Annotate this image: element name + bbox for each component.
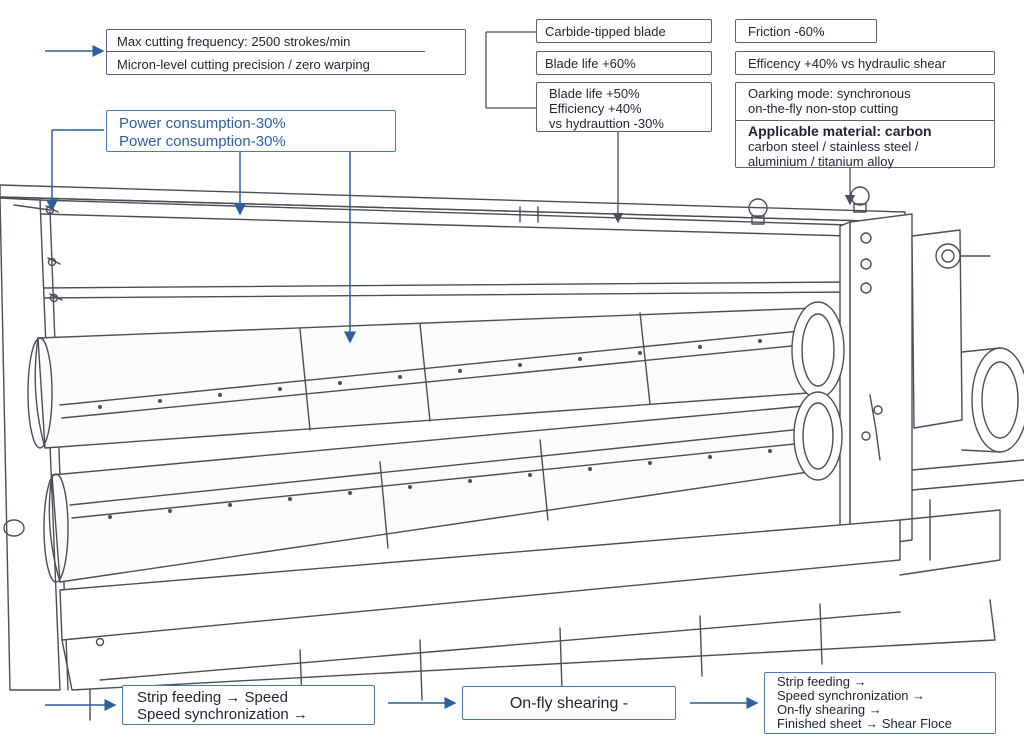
callout-divider	[107, 51, 425, 52]
efficiency-vs-shear-callout: Efficency +40% vs hydraulic shear	[735, 51, 995, 75]
blade-life-60-callout: Blade life +60%	[536, 51, 712, 75]
material-list-text-1: carbon steel / stainless steel /	[748, 139, 919, 154]
flow-step-feeding: Strip feeding → Speed Speed synchronizat…	[122, 685, 375, 725]
blade-life-efficiency-callout: Blade life +50% Efficiency +40% vs hydra…	[536, 82, 712, 132]
blade-life-60-text: Blade life +60%	[545, 56, 636, 71]
carbide-blade-text: Carbide-tipped blade	[545, 24, 666, 39]
working-mode-material-callout: Oarking mode: synchronous on-the-fly non…	[735, 82, 995, 169]
cutting-specs-callout: Max cutting frequency: 2500 strokes/min …	[106, 29, 466, 75]
flow-summary-line-2: Speed synchronization →	[777, 688, 926, 703]
carbide-blade-callout: Carbide-tipped blade	[536, 19, 712, 43]
flow-step-shearing: On-fly shearing -	[462, 686, 676, 720]
power-consumption-text-1: Power consumption-30%	[119, 115, 286, 132]
working-mode-text-1: Oarking mode: synchronous	[748, 86, 911, 101]
working-mode-text-2: on-the-fly non-stop cutting	[748, 101, 899, 116]
material-list-text-2: aluminium / titanium alloy	[748, 154, 894, 169]
power-consumption-text-2: Power consumption-30%	[119, 133, 286, 150]
flow-summary-line-1: Strip feeding →	[777, 674, 867, 689]
efficiency-40-text: Efficiency +40%	[549, 101, 642, 116]
flow-step-feeding-line-2: Speed synchronization →	[137, 706, 308, 723]
efficiency-vs-shear-text: Efficency +40% vs hydraulic shear	[748, 56, 947, 71]
flow-summary-line-4: Finished sheet → Shear Floce	[777, 716, 952, 731]
flow-summary-line-3: On-fly shearing →	[777, 702, 882, 717]
vs-hydraulic-text: vs hydrauttion -30%	[549, 116, 664, 131]
cutting-frequency-text: Max cutting frequency: 2500 strokes/min	[117, 34, 351, 49]
flow-step-shearing-text: On-fly shearing -	[509, 695, 629, 712]
material-title-text: Applicable material: carbon	[748, 123, 932, 139]
flow-step-summary: Strip feeding → Speed synchronization → …	[764, 672, 996, 734]
friction-text: Friction -60%	[748, 24, 825, 39]
blade-life-50-text: Blade life +50%	[549, 86, 640, 101]
flow-step-feeding-line-1: Strip feeding → Speed	[137, 689, 288, 706]
cutting-precision-text: Micron-level cutting precision / zero wa…	[117, 57, 370, 72]
power-consumption-callout: Power consumption-30% Power consumption-…	[106, 110, 396, 152]
friction-callout: Friction -60%	[735, 19, 877, 43]
callout-divider	[736, 120, 994, 121]
